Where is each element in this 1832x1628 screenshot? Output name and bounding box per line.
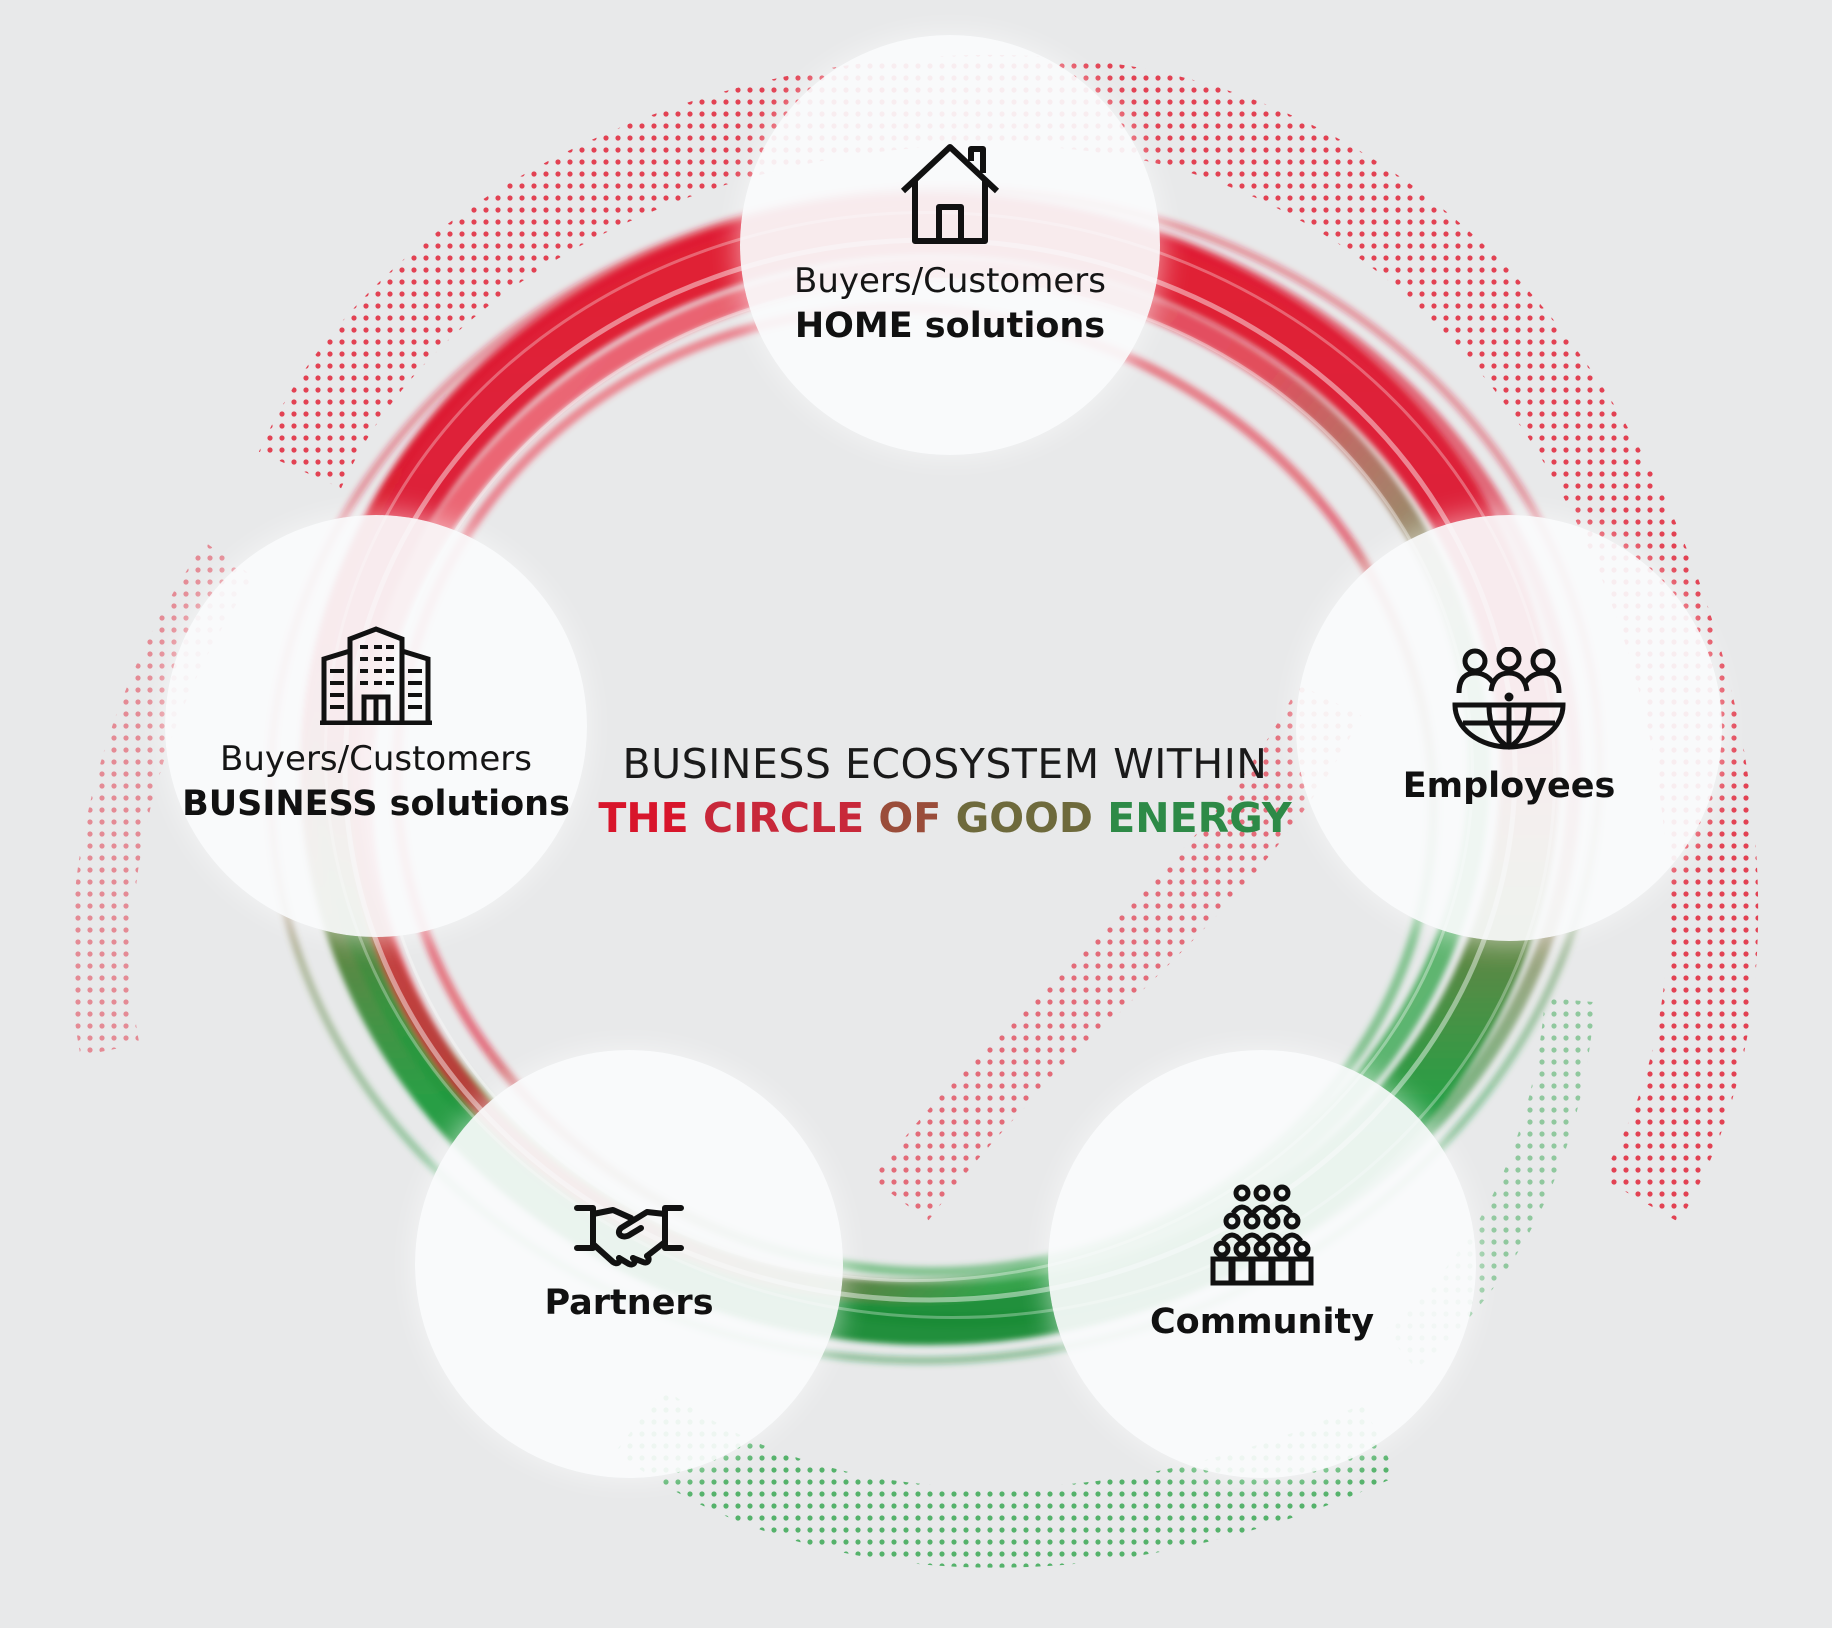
office-building-icon [320,625,432,729]
community-label: Community [1149,1302,1375,1342]
node-employees: Employees [1296,515,1722,941]
employees-label: Employees [1402,766,1616,806]
node-community: Community [1048,1050,1476,1478]
node-business-solutions: Buyers/Customers BUSINESS solutions [165,515,587,937]
partners-label: Partners [544,1283,714,1323]
people-globe-icon [1449,646,1569,755]
title-word-good: GOOD [955,794,1093,842]
crowd-icon [1209,1183,1315,1291]
business-line2: BUSINESS solutions [182,784,570,824]
center-title: BUSINESS ECOSYSTEM WITHIN THE CIRCLE OF … [560,738,1330,846]
business-line1: Buyers/Customers [220,739,532,779]
center-title-line1: BUSINESS ECOSYSTEM WITHIN [622,740,1268,788]
dot-band-green-bottom [615,1388,1397,1568]
dot-band-red-outer [258,55,1759,1223]
center-title-line2: THE CIRCLE OF GOOD ENERGY [560,790,1330,846]
title-word-the: THE [598,794,689,842]
home-line2: HOME solutions [794,306,1106,346]
handshake-icon [573,1202,685,1272]
node-home-solutions: Buyers/Customers HOME solutions [740,35,1160,455]
title-word-energy: ENERGY [1107,794,1292,842]
title-word-of: OF [878,794,942,842]
house-icon [895,141,1005,251]
title-word-circle: CIRCLE [702,794,865,842]
dot-band-red-inner [872,684,1362,1222]
home-line1: Buyers/Customers [794,261,1106,301]
node-partners: Partners [415,1050,843,1478]
